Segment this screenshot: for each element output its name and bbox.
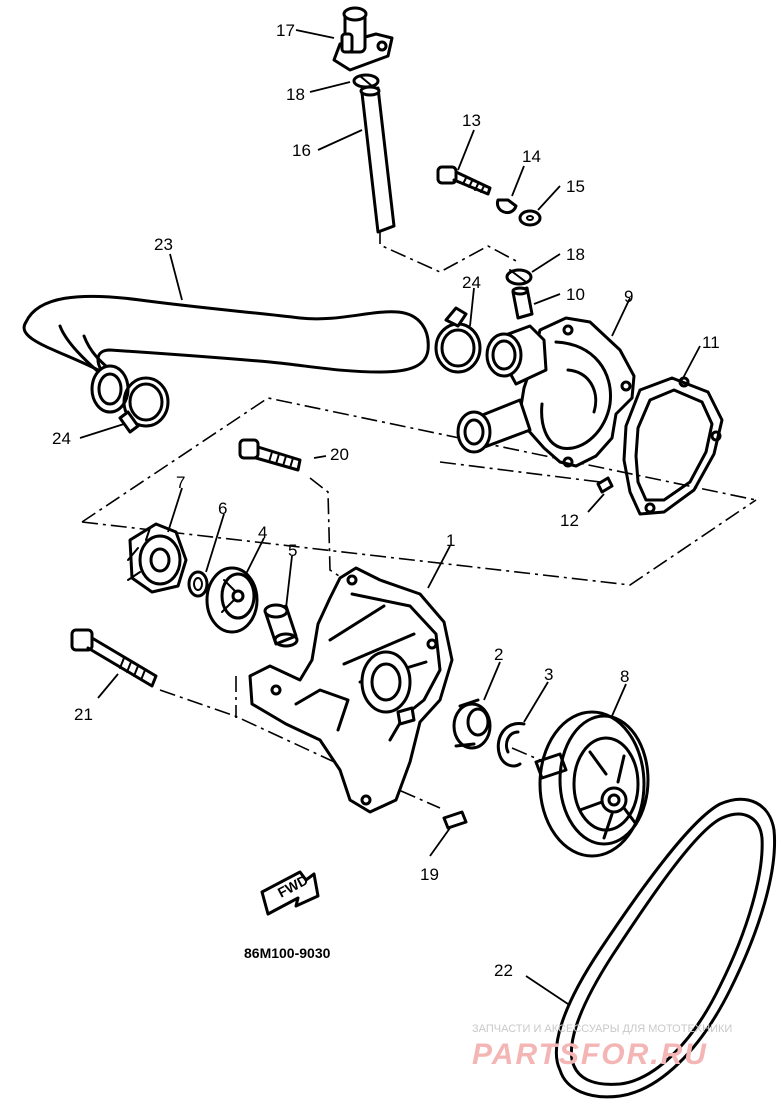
part-2-bearing xyxy=(452,698,492,750)
callout-7: 7 xyxy=(176,473,185,492)
callout-11: 11 xyxy=(702,333,720,352)
part-19-dowel-pin xyxy=(442,810,468,830)
part-21-bolt xyxy=(70,628,158,688)
drawing-code: 86M100-9030 xyxy=(244,945,331,961)
part-24-clamp-right xyxy=(434,306,482,374)
fwd-direction-arrow: FWD xyxy=(260,870,320,916)
part-20-bolt xyxy=(238,438,302,472)
part-22-v-belt xyxy=(554,797,777,1099)
part-18-hose-clip-lower xyxy=(505,268,533,286)
callout-17: 17 xyxy=(276,21,295,40)
part-8-pulley xyxy=(534,710,650,858)
part-5-bushing xyxy=(263,603,299,648)
callout-18-top: 18 xyxy=(286,85,305,104)
part-15-washer xyxy=(518,209,542,227)
callout-1: 1 xyxy=(446,531,455,550)
callout-16: 16 xyxy=(292,141,311,160)
callout-14: 14 xyxy=(522,147,541,166)
callout-15: 15 xyxy=(566,177,585,196)
callout-24-right: 24 xyxy=(462,273,481,292)
part-14-clip xyxy=(495,198,518,215)
callout-labels: 17 18 16 13 14 15 18 10 24 23 24 9 11 12… xyxy=(52,21,720,980)
part-11-gasket xyxy=(622,376,724,516)
callout-2: 2 xyxy=(494,645,503,664)
callout-9: 9 xyxy=(624,287,633,306)
part-1-pump-body xyxy=(248,566,454,814)
part-17-outlet-fitting xyxy=(332,6,394,72)
callout-21: 21 xyxy=(74,705,93,724)
callout-5: 5 xyxy=(288,541,297,560)
part-3-circlip xyxy=(496,722,526,768)
callout-22: 22 xyxy=(494,961,513,980)
watermark-logo: PARTSFOR.RU xyxy=(472,1038,708,1071)
part-7-mechanical-seal xyxy=(127,522,188,594)
callout-8: 8 xyxy=(620,667,629,686)
callout-24-left: 24 xyxy=(52,429,71,448)
callout-10: 10 xyxy=(566,285,585,304)
callout-12: 12 xyxy=(560,511,579,530)
part-16-pipe xyxy=(359,85,396,234)
leader-lines xyxy=(79,29,701,1005)
callout-18-lower: 18 xyxy=(566,245,585,264)
callout-4: 4 xyxy=(258,523,267,542)
part-10-short-pipe xyxy=(511,286,534,320)
part-23-hose xyxy=(22,294,430,414)
part-12-dowel-pin xyxy=(596,476,614,494)
callout-6: 6 xyxy=(218,499,227,518)
watermark-caption: ЗАПЧАСТИ И АКСЕССУАРЫ ДЛЯ МОТОТЕХНИКИ xyxy=(472,1023,732,1035)
part-18-hose-clip-top xyxy=(352,73,380,89)
watermark: ЗАПЧАСТИ И АКСЕССУАРЫ ДЛЯ МОТОТЕХНИКИ PA… xyxy=(472,1023,732,1071)
callout-20: 20 xyxy=(330,445,349,464)
part-4-impeller xyxy=(205,566,259,634)
part-9-housing-cover xyxy=(456,316,636,468)
callout-3: 3 xyxy=(544,665,553,684)
callout-13: 13 xyxy=(462,111,481,130)
callout-19: 19 xyxy=(420,865,439,884)
part-13-bolt xyxy=(436,165,492,196)
part-24-clamp-left xyxy=(118,376,170,434)
callout-23: 23 xyxy=(154,235,173,254)
part-6-seal-ring xyxy=(187,570,209,598)
